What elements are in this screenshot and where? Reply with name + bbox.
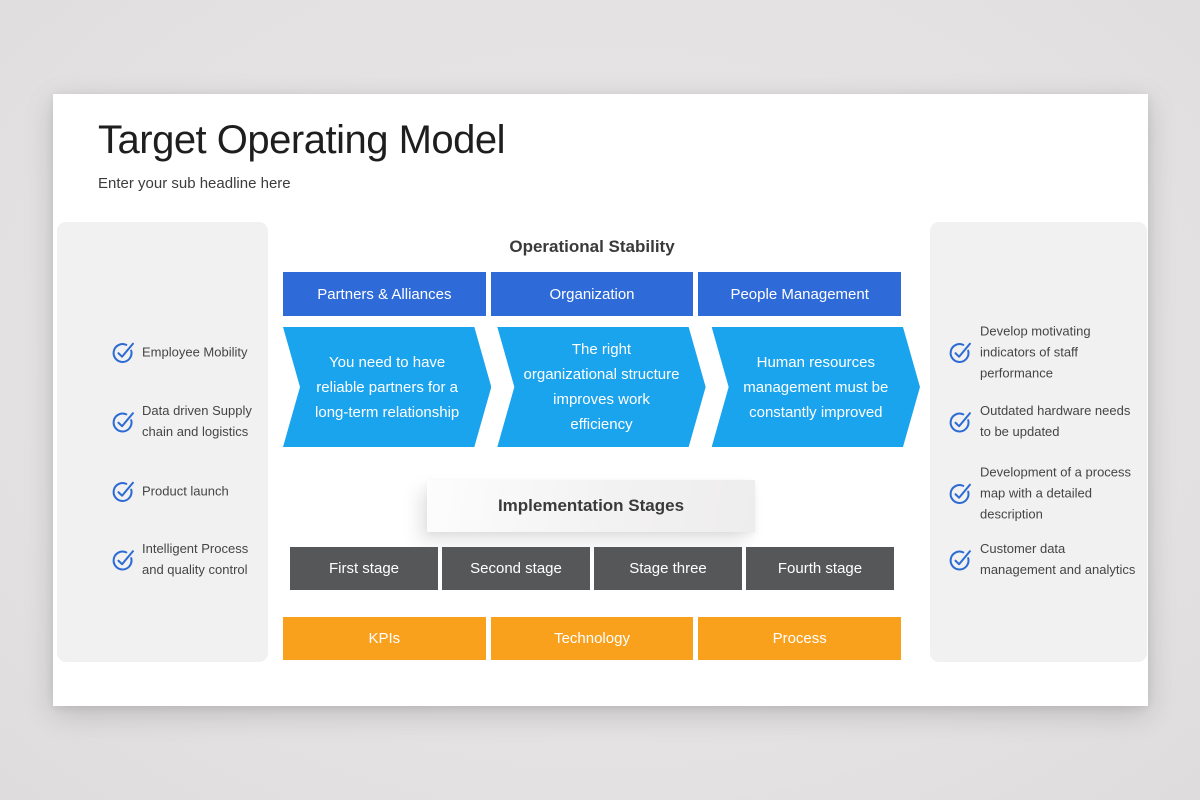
list-item: Data driven Supply chain and logistics	[111, 400, 254, 442]
list-item-label: Customer data management and analytics	[980, 541, 1136, 577]
pillar-row: Partners & Alliances Organization People…	[283, 272, 902, 316]
list-item-label: Development of a process map with a deta…	[980, 464, 1132, 522]
arrow-banner-organization: The right organizational structure impro…	[497, 327, 705, 447]
list-item: Employee Mobility	[111, 340, 254, 365]
slide: Target Operating Model Enter your sub he…	[53, 94, 1148, 706]
check-circle-icon	[948, 481, 973, 506]
stage-box-first: First stage	[290, 547, 438, 590]
foundation-box-kpis: KPIs	[283, 617, 486, 660]
pillar-organization: Organization	[490, 272, 694, 316]
list-item: Product launch	[111, 479, 254, 504]
pillar-people-management: People Management	[698, 272, 902, 316]
list-item-label: Develop motivating indicators of staff p…	[980, 323, 1091, 381]
foundation-box-technology: Technology	[490, 617, 694, 660]
stage-box-third: Stage three	[594, 547, 742, 590]
check-circle-icon	[111, 409, 136, 434]
page-title: Target Operating Model	[98, 118, 506, 162]
stage-box-second: Second stage	[442, 547, 590, 590]
check-circle-icon	[111, 340, 136, 365]
list-item: Outdated hardware needs to be updated	[948, 400, 1140, 442]
check-circle-icon	[948, 409, 973, 434]
operational-stability-heading: Operational Stability	[509, 237, 675, 256]
list-item: Develop motivating indicators of staff p…	[948, 321, 1140, 384]
implementation-stages-banner: Implementation Stages	[427, 480, 755, 532]
check-circle-icon	[111, 479, 136, 504]
list-item: Development of a process map with a deta…	[948, 462, 1140, 525]
pillar-partners-alliances: Partners & Alliances	[283, 272, 486, 316]
check-circle-icon	[948, 547, 973, 572]
arrow-banner-partners: You need to have reliable partners for a…	[283, 327, 491, 447]
foundation-row: KPIs Technology Process	[283, 617, 902, 660]
arrow-row: You need to have reliable partners for a…	[283, 327, 920, 447]
right-panel: Develop motivating indicators of staff p…	[930, 222, 1147, 662]
check-circle-icon	[111, 547, 136, 572]
list-item: Customer data management and analytics	[948, 538, 1140, 580]
list-item-label: Product launch	[142, 483, 229, 499]
page-subtitle: Enter your sub headline here	[98, 175, 291, 192]
left-panel: Employee Mobility Data driven Supply cha…	[57, 222, 268, 662]
check-circle-icon	[948, 340, 973, 365]
list-item-label: Intelligent Process and quality control	[142, 541, 249, 577]
list-item: Intelligent Process and quality control	[111, 538, 254, 580]
stage-box-fourth: Fourth stage	[746, 547, 894, 590]
list-item-label: Employee Mobility	[142, 344, 248, 360]
list-item-label: Outdated hardware needs to be updated	[980, 403, 1131, 439]
list-item-label: Data driven Supply chain and logistics	[142, 403, 252, 439]
stage-row: First stage Second stage Stage three Fou…	[290, 547, 894, 590]
foundation-box-process: Process	[698, 617, 902, 660]
arrow-banner-people: Human resources management must be const…	[712, 327, 920, 447]
